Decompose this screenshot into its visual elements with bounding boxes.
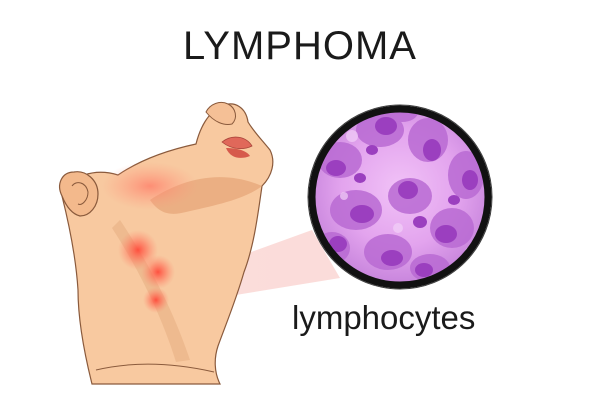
neck-illustration (59, 101, 274, 385)
lymphocytes-label: lymphocytes (292, 299, 476, 336)
inflammation-glow (102, 162, 198, 210)
diagram-title: LYMPHOMA (183, 24, 417, 68)
magnifier-lens-icon (307, 104, 493, 290)
lymph-node-icon (118, 230, 175, 313)
